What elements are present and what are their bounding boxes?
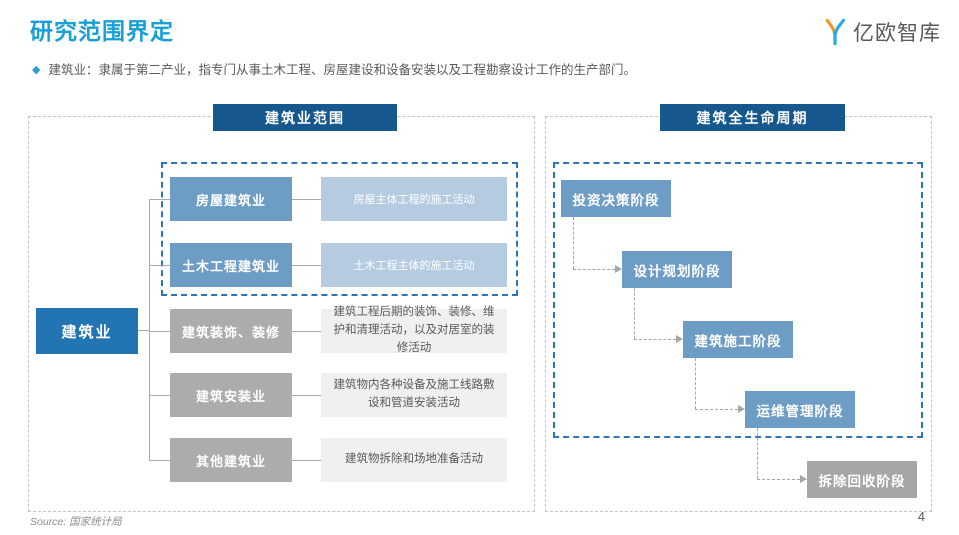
- desc-house-construction: 房屋主体工程的施工活动: [321, 177, 507, 221]
- connector-line: [292, 199, 321, 200]
- flow-arrow-line: [573, 217, 574, 269]
- desc-installation: 建筑物内各种设备及施工线路敷设和管道安装活动: [321, 373, 507, 417]
- arrow-right-icon: [738, 405, 745, 413]
- right-panel-header: 建筑全生命周期: [660, 104, 845, 131]
- connector-line: [149, 395, 170, 396]
- brand-logo-text: 亿欧智库: [853, 22, 941, 45]
- connector-line: [149, 265, 170, 266]
- diamond-bullet-icon: ◆: [32, 64, 41, 76]
- arrow-right-icon: [615, 265, 622, 273]
- connector-line: [149, 199, 150, 461]
- eo-logo-icon: [821, 17, 849, 47]
- flow-arrow-line: [757, 428, 758, 479]
- left-highlight-border: [161, 162, 518, 296]
- flow-arrow-line: [695, 358, 696, 409]
- stage-construction: 建筑施工阶段: [683, 321, 793, 358]
- stage-operation-maintenance: 运维管理阶段: [745, 391, 855, 428]
- desc-other-construction: 建筑物拆除和场地准备活动: [321, 438, 507, 482]
- desc-civil-engineering: 土木工程主体的施工活动: [321, 243, 507, 287]
- brand-logo: 亿欧智库: [821, 17, 941, 47]
- left-panel-header: 建筑业范围: [213, 104, 397, 131]
- desc-decoration: 建筑工程后期的装饰、装修、维护和清理活动，以及对居室的装修活动: [321, 306, 507, 354]
- stage-demolition-recycling: 拆除回收阶段: [807, 461, 917, 498]
- source-note: Source: 国家统计局: [30, 516, 122, 528]
- connector-line: [292, 331, 321, 332]
- flow-arrow-line: [695, 409, 738, 410]
- key-point: ◆ 建筑业：隶属于第二产业，指专门从事土木工程、房屋建设和设备安装以及工程勘察设…: [32, 62, 912, 78]
- connector-line: [292, 460, 321, 461]
- page-title: 研究范围界定: [30, 18, 174, 44]
- connector-line: [149, 331, 170, 332]
- node-construction-industry: 建筑业: [36, 308, 138, 354]
- page-number: 4: [917, 509, 925, 524]
- right-highlight-border: [553, 162, 923, 438]
- stage-design-planning: 设计规划阶段: [622, 251, 732, 288]
- connector-line: [149, 460, 170, 461]
- flow-arrow-line: [634, 339, 676, 340]
- flow-arrow-line: [573, 269, 615, 270]
- node-house-construction: 房屋建筑业: [170, 177, 292, 221]
- node-installation: 建筑安装业: [170, 373, 292, 417]
- connector-line: [292, 265, 321, 266]
- flow-arrow-line: [757, 479, 800, 480]
- connector-line: [149, 199, 170, 200]
- node-decoration: 建筑装饰、装修: [170, 309, 292, 353]
- node-other-construction: 其他建筑业: [170, 438, 292, 482]
- connector-line: [138, 330, 149, 331]
- key-point-text: 建筑业：隶属于第二产业，指专门从事土木工程、房屋建设和设备安装以及工程勘察设计工…: [48, 63, 636, 77]
- node-civil-engineering: 土木工程建筑业: [170, 243, 292, 287]
- arrow-right-icon: [800, 475, 807, 483]
- stage-investment-decision: 投资决策阶段: [561, 180, 671, 217]
- connector-line: [292, 395, 321, 396]
- flow-arrow-line: [634, 288, 635, 339]
- arrow-right-icon: [676, 335, 683, 343]
